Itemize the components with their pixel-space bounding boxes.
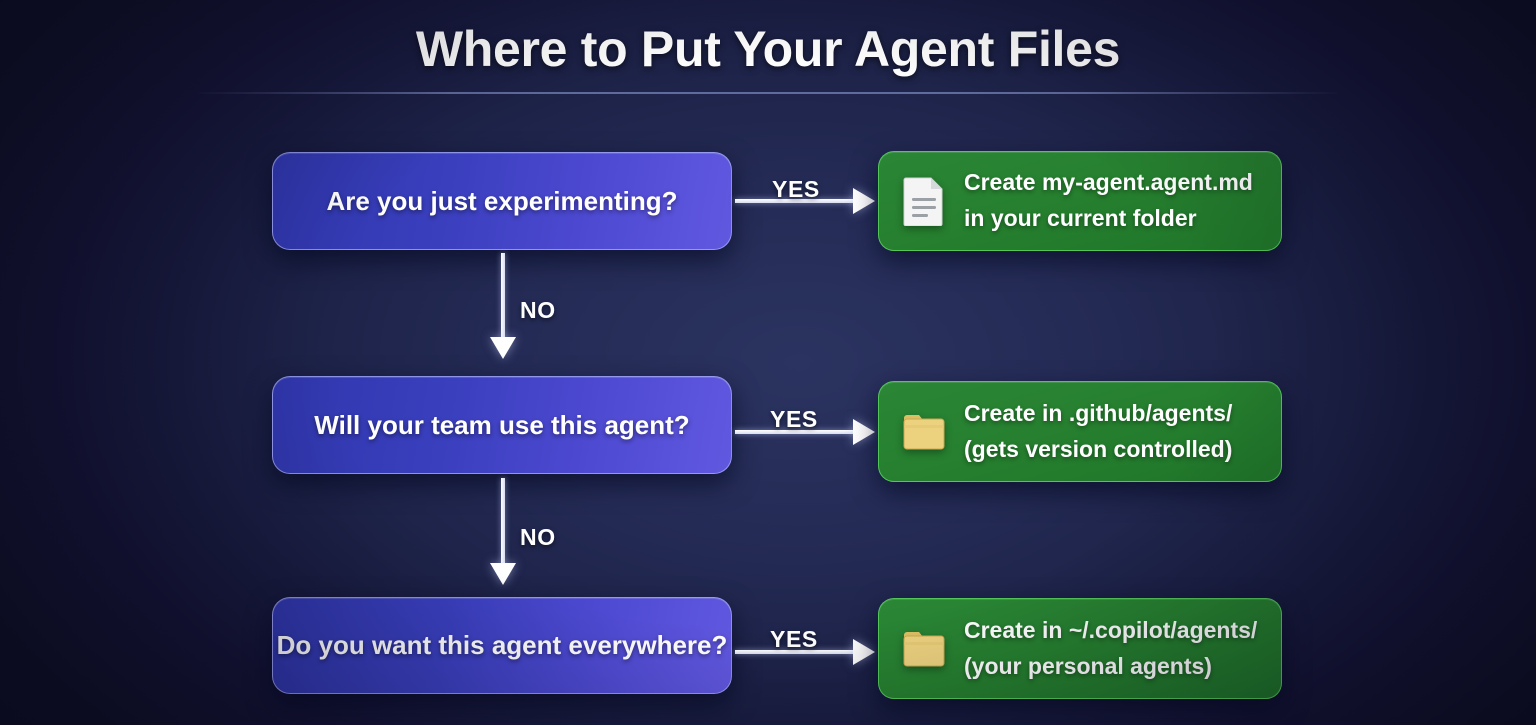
outcome-line-2: (gets version controlled) bbox=[964, 435, 1233, 462]
title-divider bbox=[198, 92, 1338, 94]
decision-box-experimenting[interactable]: Are you just experimenting? bbox=[272, 152, 732, 250]
no-label-1: NO bbox=[520, 297, 556, 323]
decision-question-label: Will your team use this agent? bbox=[314, 409, 690, 440]
outcome-line-2: (your personal agents) bbox=[964, 652, 1212, 679]
yes-label-1: YES bbox=[772, 176, 820, 202]
outcome-box-copilot-agents[interactable]: Create in ~/.copilot/agents/ (your perso… bbox=[878, 598, 1282, 699]
page-title: Where to Put Your Agent Files bbox=[415, 21, 1121, 77]
decision-box-everywhere[interactable]: Do you want this agent everywhere? bbox=[272, 597, 732, 694]
decision-box-team-use[interactable]: Will your team use this agent? bbox=[272, 376, 732, 474]
no-arrow-1 bbox=[501, 253, 505, 339]
outcome-box-github-agents[interactable]: Create in .github/agents/ (gets version … bbox=[878, 381, 1282, 482]
outcome-line-1: Create my-agent.agent.md bbox=[964, 169, 1253, 196]
outcome-line-1: Create in ~/.copilot/agents/ bbox=[964, 616, 1258, 643]
yes-label-2: YES bbox=[770, 406, 818, 432]
outcome-text-1: Create my-agent.agent.md in your current… bbox=[964, 166, 1253, 235]
folder-icon bbox=[901, 623, 947, 675]
outcome-line-2: in your current folder bbox=[964, 205, 1197, 231]
outcome-box-current-folder[interactable]: Create my-agent.agent.md in your current… bbox=[878, 151, 1282, 251]
folder-icon bbox=[901, 406, 947, 458]
decision-question-label: Do you want this agent everywhere? bbox=[276, 630, 728, 660]
outcome-text-3: Create in ~/.copilot/agents/ (your perso… bbox=[964, 614, 1257, 683]
outcome-line-1: Create in .github/agents/ bbox=[964, 399, 1233, 426]
no-label-2: NO bbox=[520, 524, 556, 550]
no-arrow-2 bbox=[501, 478, 505, 565]
decision-question-label: Are you just experimenting? bbox=[326, 185, 678, 216]
document-icon bbox=[901, 175, 947, 227]
yes-label-3: YES bbox=[770, 626, 818, 652]
outcome-text-2: Create in .github/agents/ (gets version … bbox=[964, 397, 1232, 466]
